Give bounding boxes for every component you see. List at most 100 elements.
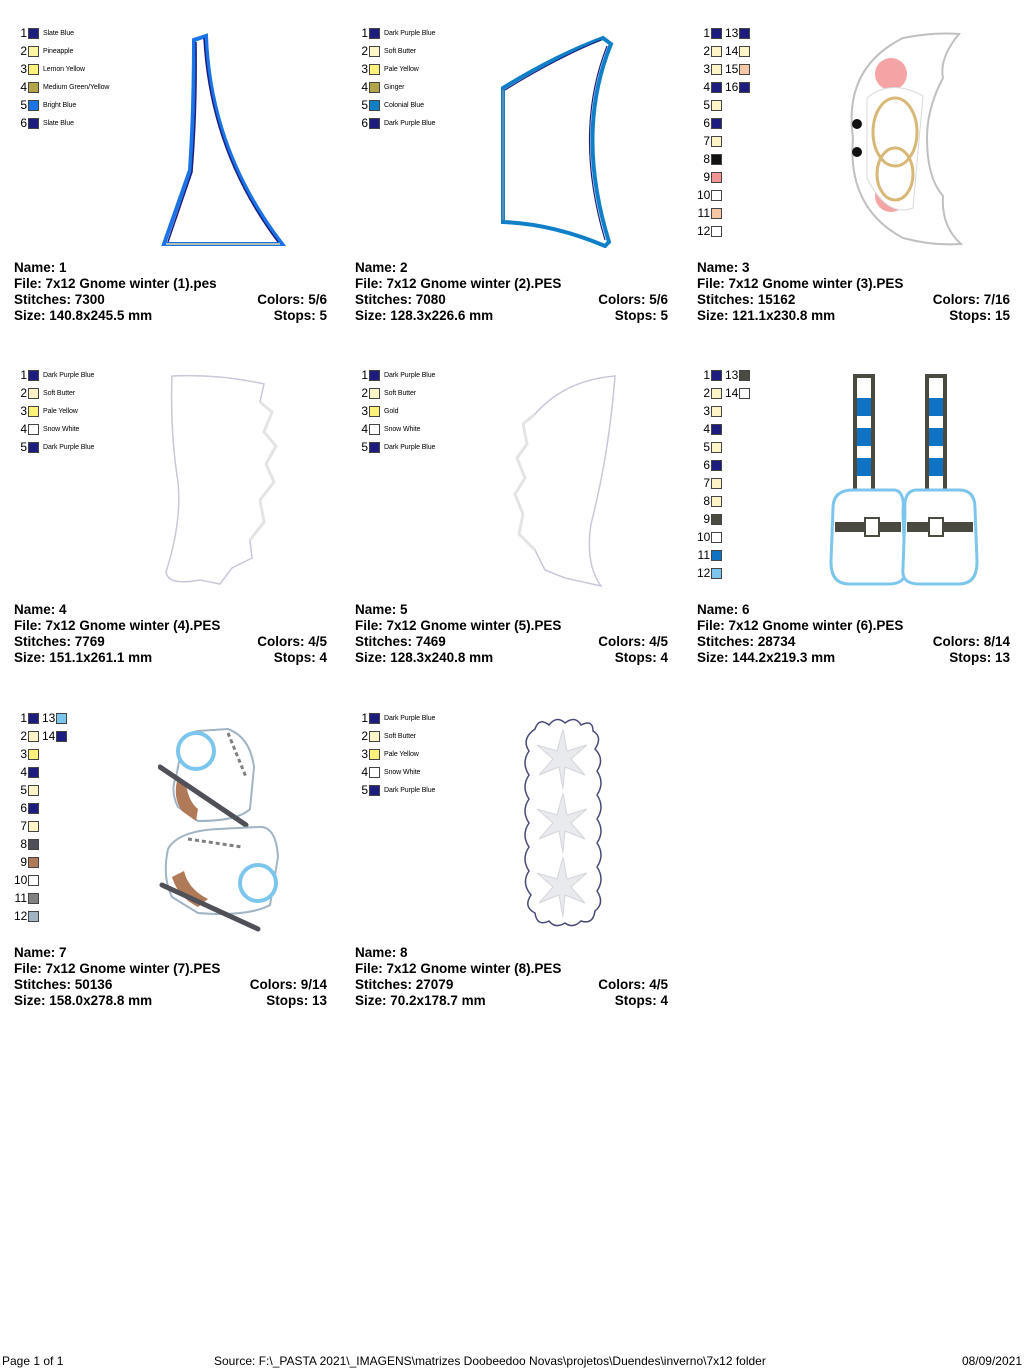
design-file-label: File: <box>697 276 725 291</box>
legend-number: 8 <box>703 152 710 166</box>
legend-row: 13 <box>725 26 750 40</box>
legend-row: 9 <box>697 170 722 184</box>
legend-number: 4 <box>703 422 710 436</box>
design-preview-7 <box>158 727 280 932</box>
design-colors-value: 4/5 <box>308 634 327 649</box>
design-colors-label: Colors: <box>249 977 297 992</box>
legend-row: 5 <box>14 783 39 797</box>
design-stitches: Stitches: 15162 <box>697 292 795 308</box>
legend-number: 2 <box>361 729 368 743</box>
legend-swatch <box>711 495 722 507</box>
legend-swatch <box>739 27 750 39</box>
legend-thread-name: Snow White <box>384 768 421 776</box>
legend-number: 11 <box>14 891 27 905</box>
meta-line: File: 7x12 Gnome winter (7).PES <box>14 961 327 977</box>
design-name: Name: 8 <box>355 945 408 961</box>
design-colors-value: 4/5 <box>649 634 668 649</box>
legend-thread-name: Slate Blue <box>43 119 74 127</box>
design-stops-value: 5 <box>319 308 327 323</box>
legend-swatch <box>28 856 39 868</box>
legend-swatch <box>711 45 722 57</box>
legend-number: 11 <box>697 206 710 220</box>
footer-page-number: Page 1 of 1 <box>2 1354 64 1368</box>
design-stops-label: Stops: <box>949 308 992 323</box>
legend-row: 4 <box>697 80 722 94</box>
legend-number: 5 <box>20 440 27 454</box>
legend-number: 6 <box>703 116 710 130</box>
legend-row: 10 <box>14 873 39 887</box>
design-stops-value: 13 <box>994 650 1010 665</box>
design-name: Name: 6 <box>697 602 750 618</box>
legend-row: 1 <box>697 26 722 40</box>
design-name: Name: 2 <box>355 260 408 276</box>
legend-number: 1 <box>20 368 27 382</box>
legend-number: 5 <box>20 98 27 112</box>
legend-number: 5 <box>20 783 27 797</box>
meta-line: Name: 4 <box>14 602 327 618</box>
legend-number: 10 <box>697 530 711 544</box>
legend-number: 13 <box>42 711 56 725</box>
legend-thread-name: Soft Butter <box>384 47 416 55</box>
legend-number: 10 <box>14 873 28 887</box>
legend-swatch <box>711 405 722 417</box>
design-name-label: Name: <box>697 602 739 617</box>
design-colors: Colors: 9/14 <box>250 977 327 993</box>
design-stops: Stops: 5 <box>615 308 668 324</box>
design-file-label: File: <box>14 961 42 976</box>
legend-row: 5 <box>697 440 722 454</box>
legend-swatch <box>28 27 39 39</box>
design-file-label: File: <box>355 961 383 976</box>
legend-number: 3 <box>361 62 368 76</box>
footer-date: 08/09/2021 <box>961 1354 1022 1368</box>
design-size-value: 128.3x240.8 mm <box>390 650 494 665</box>
design-colors-value: 4/5 <box>649 977 668 992</box>
legend-swatch <box>711 567 722 579</box>
legend-swatch <box>711 369 722 381</box>
design-stops: Stops: 15 <box>949 308 1010 324</box>
design-stops-label: Stops: <box>949 650 992 665</box>
design-file-label: File: <box>697 618 725 633</box>
design-name-label: Name: <box>14 260 56 275</box>
legend-number: 1 <box>361 368 368 382</box>
legend-number: 3 <box>361 404 368 418</box>
legend-swatch <box>711 117 722 129</box>
legend-number: 10 <box>697 188 711 202</box>
legend-number: 5 <box>703 440 710 454</box>
design-preview-3 <box>850 32 964 246</box>
design-size: Size: 121.1x230.8 mm <box>697 308 835 324</box>
legend-thread-name: Dark Purple Blue <box>43 443 95 451</box>
design-size-label: Size: <box>14 993 46 1008</box>
design-stitches: Stitches: 27079 <box>355 977 453 993</box>
legend-row: 4 <box>697 422 722 436</box>
design-colors-value: 5/6 <box>308 292 327 307</box>
legend-number: 4 <box>20 422 27 436</box>
design-colors-label: Colors: <box>598 634 646 649</box>
legend-row: 2 <box>697 386 722 400</box>
legend-number: 2 <box>703 44 710 58</box>
legend-row: 11 <box>14 891 39 905</box>
design-stops-label: Stops: <box>614 993 657 1008</box>
legend-number: 12 <box>697 224 711 238</box>
design-name: Name: 3 <box>697 260 750 276</box>
legend-swatch <box>739 369 750 381</box>
legend-number: 4 <box>361 80 368 94</box>
design-name-label: Name: <box>355 945 397 960</box>
legend-row: 15 <box>725 62 750 76</box>
design-file: File: 7x12 Gnome winter (3).PES <box>697 276 903 292</box>
design-size-label: Size: <box>355 993 387 1008</box>
legend-swatch <box>28 784 39 796</box>
legend-row: 13 <box>42 711 67 725</box>
